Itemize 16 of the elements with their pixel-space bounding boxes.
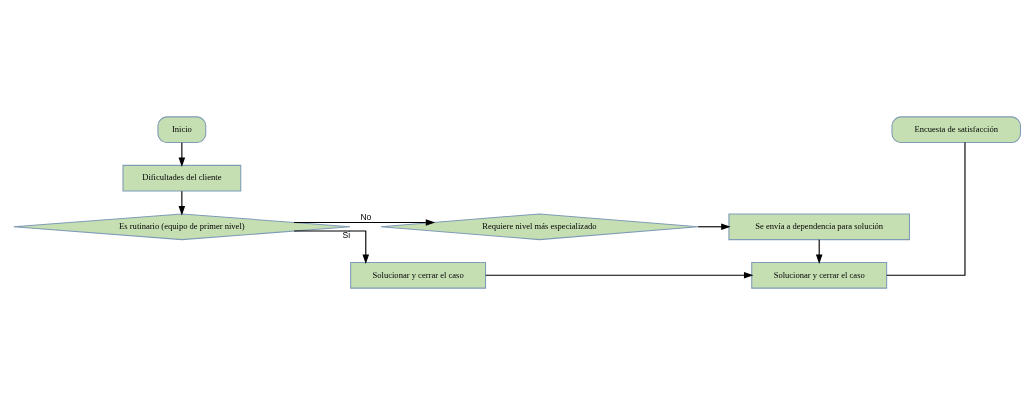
arrow (293, 230, 370, 264)
arrow (293, 219, 436, 226)
node-box: Encuesta de satisfacción (891, 116, 1021, 144)
node-box: Solucionar y cerrar el caso (751, 261, 888, 289)
node-box: Solucionar y cerrar el caso (350, 261, 487, 289)
node-diamond: Requiere nivel más especializado (380, 213, 699, 241)
arrow (485, 272, 754, 279)
connector (886, 142, 966, 276)
node-box: Se envía a dependencia para solución (728, 213, 911, 241)
node-box: Dificultades del cliente (122, 164, 242, 192)
arrow (697, 223, 731, 231)
node-box: Inicio (157, 116, 207, 144)
edge-label: Si (342, 229, 351, 240)
arrow (178, 142, 186, 167)
edge-label: No (360, 212, 372, 223)
arrow (178, 190, 186, 216)
